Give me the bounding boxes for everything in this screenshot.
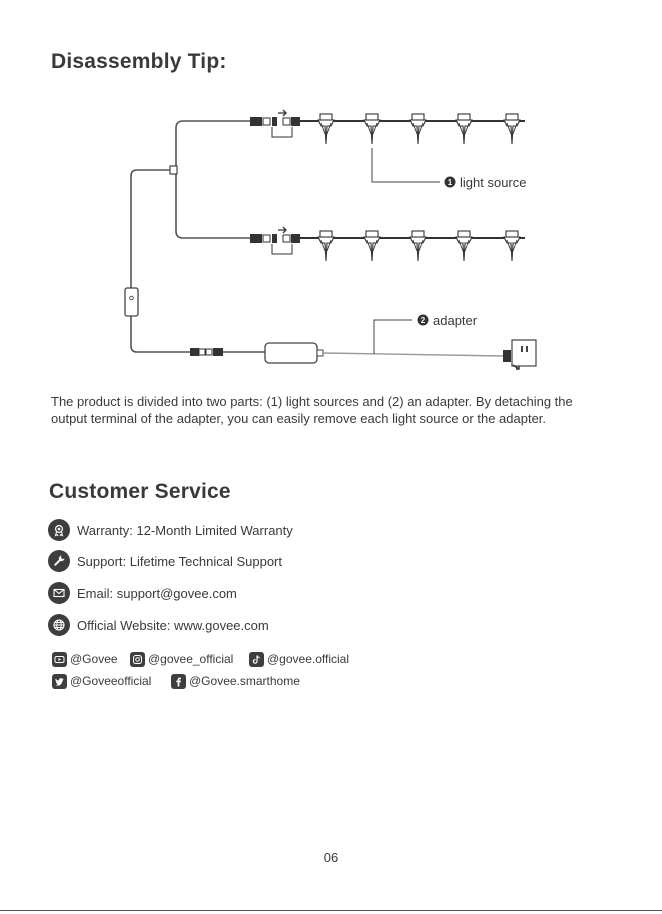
adapter-power-cord <box>322 352 504 357</box>
upper-light-stakes <box>317 113 521 145</box>
customer-service-title: Customer Service <box>49 480 231 503</box>
globe-icon <box>48 614 70 636</box>
warranty-text: Warranty: 12-Month Limited Warranty <box>77 522 293 538</box>
twitter-icon <box>52 673 67 689</box>
warranty-icon <box>48 519 70 541</box>
instagram-icon <box>130 651 145 667</box>
youtube-icon <box>52 651 67 667</box>
service-row-warranty: Warranty: 12-Month Limited Warranty <box>48 519 293 541</box>
service-row-support: Support: Lifetime Technical Support <box>48 550 282 572</box>
adapter-number: 2 <box>421 316 426 325</box>
light-source-label: light source <box>460 175 526 190</box>
website-text[interactable]: Official Website: www.govee.com <box>77 617 269 633</box>
support-text: Support: Lifetime Technical Support <box>77 553 282 569</box>
light-stake <box>503 113 521 145</box>
social-twitter[interactable]: @Goveeofficial <box>52 673 151 689</box>
tiktok-handle: @govee.official <box>267 652 350 666</box>
light-stake <box>317 230 335 262</box>
lower-light-connector <box>250 226 300 255</box>
social-facebook[interactable]: @Govee.smarthome <box>171 673 300 689</box>
main-wiring <box>130 120 265 353</box>
light-stake <box>363 230 381 262</box>
light-stake <box>317 113 335 145</box>
page-number: 06 <box>323 850 339 865</box>
upper-light-connector <box>250 109 300 138</box>
service-row-website: Official Website: www.govee.com <box>48 614 269 636</box>
adapter-label: adapter <box>433 313 478 328</box>
light-source-number-badge <box>444 176 456 188</box>
facebook-icon <box>171 673 186 689</box>
email-text[interactable]: Email: support@govee.com <box>77 585 237 601</box>
tiktok-icon <box>249 651 264 667</box>
service-row-email: Email: support@govee.com <box>48 582 237 604</box>
inline-controller <box>124 287 139 317</box>
light-stake <box>503 230 521 262</box>
adapter-connector <box>190 348 223 356</box>
adapter-leader-line <box>373 319 412 354</box>
facebook-handle: @Govee.smarthome <box>189 674 300 688</box>
power-adapter <box>264 342 324 364</box>
splitter-joint <box>169 165 178 175</box>
light-stake <box>455 230 473 262</box>
wall-outlet <box>511 339 537 367</box>
adapter-number-badge <box>417 314 429 326</box>
power-plug <box>503 350 520 370</box>
light-source-leader-line <box>371 148 440 183</box>
twitter-handle: @Goveeofficial <box>70 674 152 688</box>
light-stake <box>409 113 427 145</box>
youtube-handle: @Govee <box>70 652 118 666</box>
email-icon <box>48 582 70 604</box>
bottom-rule <box>0 910 662 911</box>
light-stake <box>363 113 381 145</box>
wrench-icon <box>48 550 70 572</box>
light-stake <box>409 230 427 262</box>
light-source-number: 1 <box>448 178 453 187</box>
social-instagram[interactable]: @govee_official <box>130 651 233 667</box>
disassembly-diagram: 1 light source 2 adapter <box>124 109 537 370</box>
instagram-handle: @govee_official <box>148 652 234 666</box>
disassembly-tip-title: Disassembly Tip: <box>51 50 227 73</box>
light-stake <box>455 113 473 145</box>
lower-light-stakes <box>317 230 521 262</box>
disassembly-description: The product is divided into two parts: (… <box>51 394 573 426</box>
social-youtube[interactable]: @Govee <box>52 651 118 667</box>
social-tiktok[interactable]: @govee.official <box>249 651 349 667</box>
